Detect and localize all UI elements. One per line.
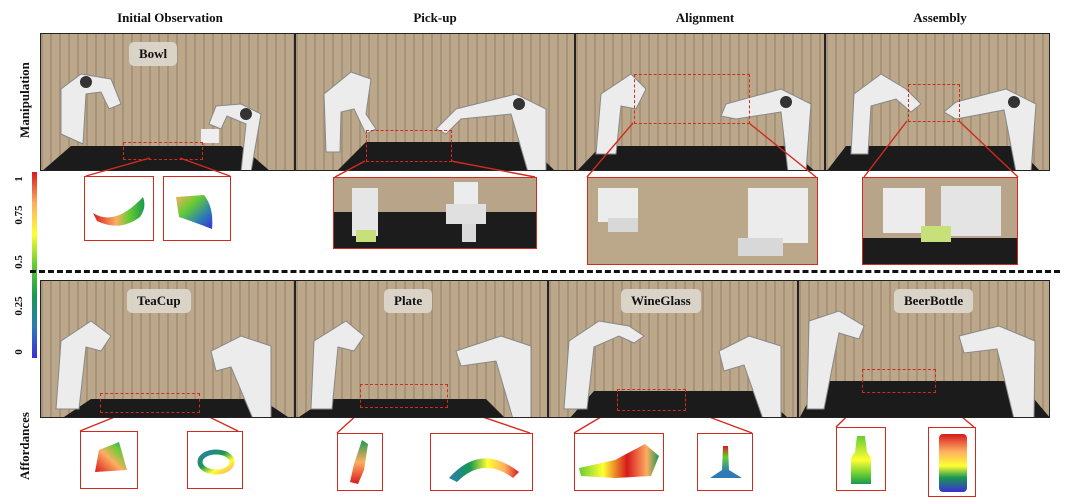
colorbar: [32, 172, 37, 358]
photo-alignment: [575, 33, 825, 171]
scene-illustration: [296, 281, 547, 417]
scene-illustration: [826, 34, 1049, 170]
photo-initial-observation: Bowl: [40, 33, 295, 171]
affordance-heatmap: [939, 434, 967, 492]
highlight-box: [908, 84, 960, 122]
affordance-heatmap: [579, 444, 659, 478]
affordance-heatmap: [176, 195, 213, 229]
col-title-assembly: Assembly: [913, 10, 967, 25]
photo-pick-up: [295, 33, 575, 171]
affordance-heatmap: [95, 442, 127, 472]
object-label-beerbottle: BeerBottle: [894, 289, 974, 313]
scene-illustration: [576, 34, 824, 170]
zoom-illustration: [334, 178, 536, 248]
affordance-inset-beerbottle-1: [836, 427, 886, 491]
object-label-teacup: TeaCup: [127, 289, 191, 313]
zoom-illustration: [588, 178, 817, 264]
affordance-heatmap: [851, 436, 871, 484]
highlight-box: [617, 389, 686, 411]
affordance-heatmap: [350, 440, 368, 484]
affordance-inset-beerbottle-2: [928, 427, 976, 497]
zoom-inset-assembly: [862, 177, 1018, 265]
zoom-inset-pick-up: [333, 177, 537, 249]
affordance-inset-teacup-2: [187, 431, 243, 489]
scene-illustration: [296, 34, 574, 170]
object-label-plate: Plate: [384, 289, 433, 313]
affordance-inset-plate-2: [430, 433, 533, 491]
object-label-bowl: Bowl: [129, 42, 178, 66]
zoom-illustration: [863, 178, 1017, 264]
photo-assembly: [825, 33, 1050, 171]
scene-illustration: [41, 281, 294, 417]
affordance-heatmap: [93, 197, 145, 226]
col-title-initial-observation: Initial Observation: [117, 10, 223, 25]
photo-beerbottle: BeerBottle: [798, 280, 1050, 418]
highlight-box: [360, 384, 448, 408]
affordance-inset-bowl-1: [84, 176, 154, 241]
affordance-inset-bowl-2: [163, 176, 231, 241]
photo-wineglass: WineGlass: [548, 280, 798, 418]
highlight-box: [100, 393, 200, 413]
affordance-inset-wineglass-1: [574, 433, 664, 491]
photo-teacup: TeaCup: [40, 280, 295, 418]
object-label-wineglass: WineGlass: [621, 289, 701, 313]
col-title-alignment: Alignment: [675, 10, 735, 25]
affordance-heatmap: [197, 449, 235, 475]
col-title-pick-up: Pick-up: [413, 10, 457, 25]
photo-plate: Plate: [295, 280, 548, 418]
highlight-box: [366, 130, 452, 162]
scene-illustration: [41, 34, 294, 170]
affordance-inset-wineglass-2: [697, 433, 753, 491]
affordance-heatmap: [449, 458, 519, 482]
zoom-inset-alignment: [587, 177, 818, 265]
highlight-box: [634, 74, 750, 124]
affordance-heatmap: [710, 446, 742, 478]
affordance-inset-teacup-1: [80, 431, 138, 489]
affordance-inset-plate-1: [337, 433, 383, 491]
section-divider: [30, 270, 1060, 273]
highlight-box: [862, 369, 936, 393]
highlight-box: [123, 142, 203, 160]
